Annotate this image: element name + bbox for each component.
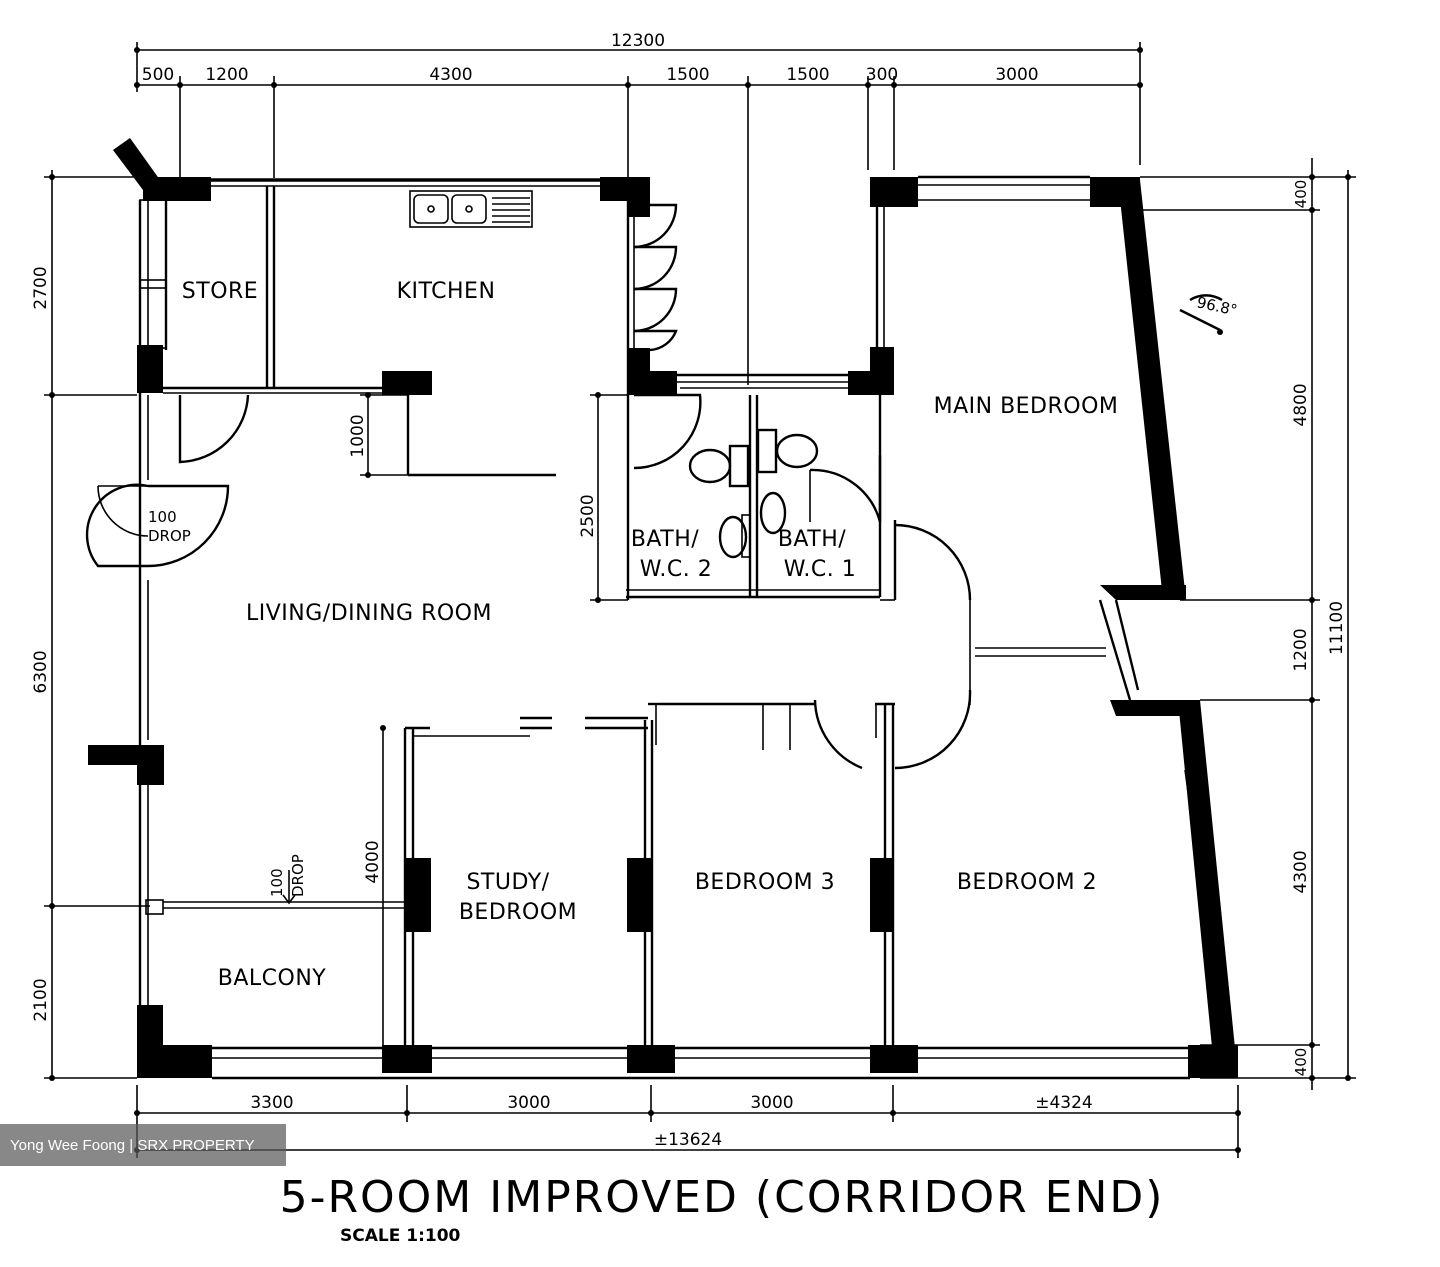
entrance-drop-label: DROP — [148, 527, 191, 545]
dim-left-2700: 2700 — [31, 266, 51, 309]
room-label-bath2-line2: W.C. 2 — [640, 557, 713, 582]
dim-bottom-3000-b: 3000 — [750, 1093, 793, 1113]
dim-right-400-bottom: 400 — [1292, 1048, 1310, 1077]
room-label-bedroom3: BEDROOM 3 — [695, 870, 835, 895]
balcony-drop-value: 100 — [268, 868, 286, 897]
room-label-study-line2: BEDROOM — [459, 900, 577, 925]
dim-right-1200: 1200 — [1291, 628, 1311, 671]
dim-bottom-total: ±13624 — [654, 1130, 722, 1150]
dim-top-total: 12300 — [611, 31, 665, 51]
bottom-dimensions: 3300 3000 3000 ±4324 ±13624 — [134, 1085, 1241, 1158]
dim-right-400-top: 400 — [1292, 180, 1310, 209]
basin-icon — [718, 515, 748, 559]
room-label-store: STORE — [182, 279, 258, 304]
room-label-bath2-line1: BATH/ — [631, 527, 699, 552]
room-label-balcony: BALCONY — [218, 966, 327, 991]
walls — [88, 138, 1238, 1080]
dim-top-500: 500 — [142, 65, 174, 85]
sink-icon — [409, 190, 533, 228]
dim-right-4300: 4300 — [1291, 850, 1311, 893]
dim-bottom-3000-a: 3000 — [507, 1093, 550, 1113]
balcony-drop-label: DROP — [289, 854, 307, 897]
angle-marker: 96.8° — [1179, 293, 1239, 335]
toilet-icon — [688, 448, 732, 484]
angle-label: 96.8° — [1195, 293, 1239, 319]
left-dimensions: 2700 6300 2100 1000 2500 4000 — [31, 170, 628, 1081]
room-label-bath1-line2: W.C. 1 — [784, 557, 857, 582]
dim-bottom-4324: ±4324 — [1035, 1093, 1093, 1113]
room-label-living-dining: LIVING/DINING ROOM — [246, 601, 492, 626]
dim-inner-2500: 2500 — [578, 494, 598, 537]
dim-top-1200: 1200 — [205, 65, 248, 85]
dim-top-4300: 4300 — [429, 65, 472, 85]
room-label-main-bedroom: MAIN BEDROOM — [934, 394, 1119, 419]
entrance-drop-value: 100 — [148, 508, 177, 526]
plan-title: 5-ROOM IMPROVED (CORRIDOR END) — [280, 1172, 1165, 1223]
dim-inner-4000: 4000 — [363, 840, 383, 883]
dim-right-11100: 11100 — [1327, 601, 1347, 655]
dim-left-2100: 2100 — [31, 978, 51, 1021]
room-label-kitchen: KITCHEN — [397, 279, 496, 304]
dim-bottom-3300: 3300 — [250, 1093, 293, 1113]
room-label-bedroom2: BEDROOM 2 — [957, 870, 1097, 895]
toilet-icon — [775, 433, 819, 469]
dim-top-3000: 3000 — [995, 65, 1038, 85]
room-label-bath1-line1: BATH/ — [778, 527, 846, 552]
right-dimensions: 400 4800 1200 4300 400 11100 — [1140, 158, 1356, 1090]
dim-inner-1000: 1000 — [348, 414, 368, 457]
top-dimensions: 12300 500 1200 4300 1500 1500 300 3000 — [134, 31, 1143, 385]
dim-left-6300: 6300 — [31, 650, 51, 693]
watermark: Yong Wee Foong | SRX PROPERTY — [0, 1124, 286, 1166]
plan-scale: SCALE 1:100 — [340, 1226, 461, 1246]
dim-top-1500-b: 1500 — [786, 65, 829, 85]
dim-right-4800: 4800 — [1291, 383, 1311, 426]
room-labels: STORE KITCHEN MAIN BEDROOM BATH/ W.C. 2 … — [148, 279, 1118, 991]
watermark-text: Yong Wee Foong | SRX PROPERTY — [10, 1137, 255, 1154]
room-label-study-line1: STUDY/ — [466, 870, 549, 895]
dim-top-300: 300 — [866, 65, 898, 85]
basin-icon — [759, 491, 787, 535]
dim-top-1500-a: 1500 — [666, 65, 709, 85]
